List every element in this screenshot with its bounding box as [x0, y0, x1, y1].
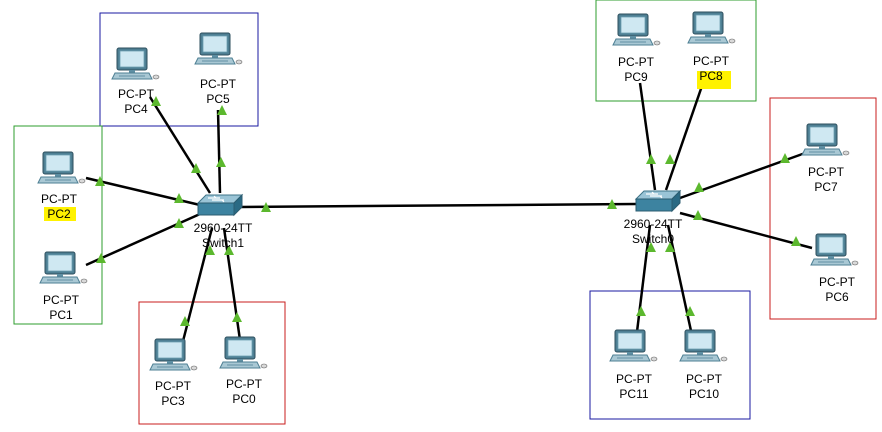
device-type-label: 2960-24TT — [624, 217, 683, 231]
port-up-indicator — [151, 96, 161, 106]
device-name-label: PC11 — [619, 387, 648, 401]
device-name-label: PC10 — [689, 387, 719, 401]
device-pc4[interactable] — [111, 47, 160, 80]
device-name-label: PC4 — [124, 102, 148, 116]
pc-icon — [111, 47, 160, 80]
pc-icon — [687, 11, 736, 44]
port-up-indicator — [174, 218, 184, 228]
port-up-indicator — [791, 236, 801, 246]
device-pc1[interactable] — [39, 251, 88, 284]
link-switch0-pc10[interactable] — [666, 224, 695, 341]
pc-icon — [37, 151, 86, 184]
device-name-label: PC1 — [49, 308, 73, 322]
device-type-label: PC-PT — [43, 293, 80, 307]
device-pc5[interactable] — [194, 32, 243, 65]
port-up-indicator — [685, 306, 695, 316]
device-type-label: PC-PT — [41, 192, 78, 206]
pc-icon — [39, 251, 88, 284]
device-pc9[interactable] — [612, 13, 661, 46]
port-up-indicator — [96, 253, 106, 263]
port-up-indicator — [607, 199, 617, 209]
port-up-indicator — [636, 306, 646, 316]
port-up-indicator — [780, 153, 790, 163]
device-name-label: PC6 — [825, 290, 849, 304]
device-type-label: PC-PT — [819, 275, 856, 289]
pc-icon — [219, 336, 268, 369]
port-up-indicator — [665, 154, 675, 164]
device-pc0[interactable] — [219, 336, 268, 369]
port-up-indicator — [217, 105, 227, 115]
device-pc3[interactable] — [149, 338, 198, 371]
port-up-indicator — [180, 316, 190, 326]
port-up-indicator — [694, 182, 704, 192]
device-type-label: PC-PT — [226, 377, 263, 391]
device-name-label: PC9 — [624, 70, 648, 84]
port-up-indicator — [224, 245, 234, 255]
device-name-label: PC0 — [232, 392, 256, 406]
device-type-label: PC-PT — [155, 379, 192, 393]
device-switch1[interactable] — [197, 194, 243, 216]
link-switch1-pc4[interactable] — [148, 96, 212, 194]
device-name-label: PC7 — [814, 180, 838, 194]
device-type-label: PC-PT — [118, 87, 155, 101]
pc-icon — [194, 32, 243, 65]
device-type-label: 2960-24TT — [194, 221, 253, 235]
highlight-marker — [44, 207, 76, 221]
pc-icon — [609, 329, 658, 362]
device-pc11[interactable] — [609, 329, 658, 362]
port-up-indicator — [191, 163, 201, 173]
device-pc6[interactable] — [810, 233, 859, 266]
pc-icon — [612, 13, 661, 46]
group-box-pc3-pc0 — [138, 301, 286, 425]
port-up-indicator — [261, 202, 271, 212]
pc-icon — [810, 233, 859, 266]
device-name-label: PC2 — [47, 207, 71, 221]
link-switch1-pc5[interactable] — [216, 109, 222, 194]
device-type-label: PC-PT — [693, 54, 730, 68]
group-box-pc4-pc5 — [99, 12, 259, 127]
switch-icon — [635, 190, 681, 212]
port-up-indicator — [216, 157, 226, 167]
port-up-indicator — [693, 210, 703, 220]
device-name-label: Switch1 — [202, 236, 244, 250]
link-switch0-pc11[interactable] — [634, 224, 652, 341]
port-up-indicator — [205, 245, 215, 255]
port-up-indicator — [95, 176, 105, 186]
port-up-indicator — [646, 242, 656, 252]
pc-icon — [149, 338, 198, 371]
group-box-pc2-pc1 — [13, 125, 103, 325]
switch-icon — [197, 194, 243, 216]
link-switch0-pc8[interactable] — [664, 82, 705, 191]
port-up-indicator — [232, 312, 242, 322]
device-name-label: PC3 — [161, 394, 185, 408]
highlight-marker — [697, 71, 731, 89]
port-up-indicator — [665, 242, 675, 252]
group-box-pc11-pc10 — [589, 290, 751, 420]
pc-icon — [801, 123, 850, 156]
group-box-pc9-pc8 — [595, 0, 757, 102]
device-name-label: PC5 — [206, 92, 230, 106]
pc-icon — [679, 329, 728, 362]
device-pc10[interactable] — [679, 329, 728, 362]
device-switch0[interactable] — [635, 190, 681, 212]
port-up-indicator — [646, 154, 656, 164]
device-pc8[interactable] — [687, 11, 736, 44]
link-switch0-pc9[interactable] — [638, 82, 657, 191]
device-type-label: PC-PT — [616, 372, 653, 386]
device-type-label: PC-PT — [808, 165, 845, 179]
device-type-label: PC-PT — [200, 77, 237, 91]
device-name-label: PC8 — [699, 69, 723, 83]
port-up-indicator — [174, 193, 184, 203]
link-switch1-switch0[interactable] — [239, 202, 637, 209]
device-pc7[interactable] — [801, 123, 850, 156]
device-type-label: PC-PT — [618, 55, 655, 69]
device-type-label: PC-PT — [686, 372, 723, 386]
group-box-pc7-pc6 — [769, 97, 877, 320]
device-name-label: Switch0 — [632, 232, 674, 246]
device-pc2[interactable] — [37, 151, 86, 184]
